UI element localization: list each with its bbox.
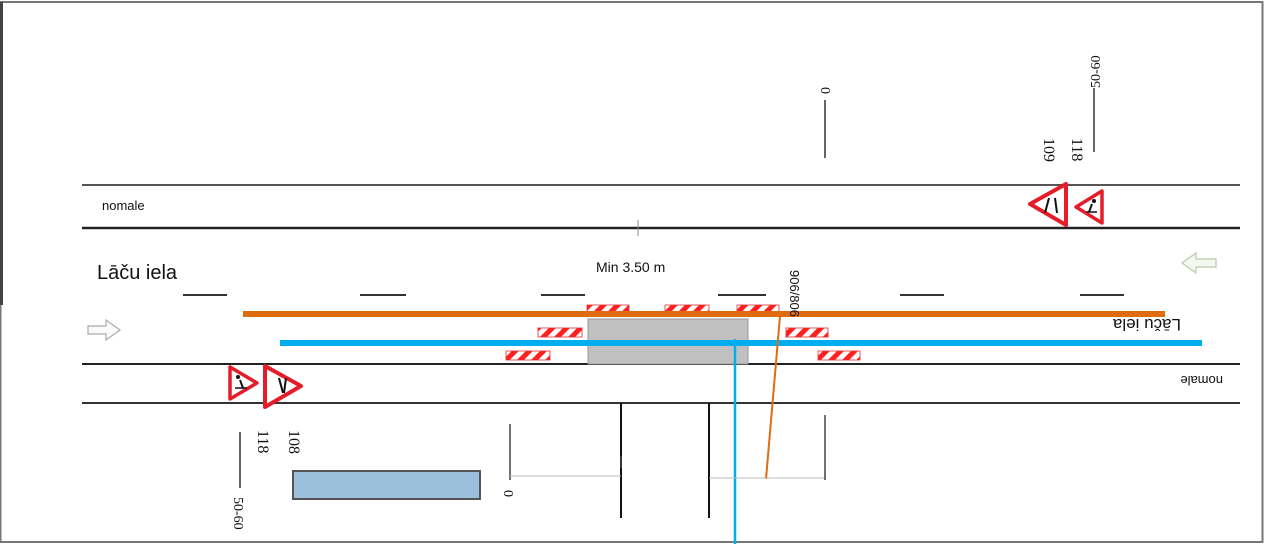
sign-code-108: 108	[285, 430, 302, 454]
arrow-right-icon	[87, 318, 122, 342]
barrier	[785, 327, 829, 338]
sign-code-109: 109	[1040, 138, 1057, 162]
zero-label-top: 0	[819, 87, 834, 94]
sign-code-118-bottom: 118	[254, 430, 271, 453]
barrier	[817, 350, 861, 361]
side-road	[239, 88, 1095, 518]
clearance-label: Min 3.50 m	[596, 259, 665, 275]
pipe-label: 906/806	[787, 270, 802, 317]
barrier	[505, 350, 551, 361]
site-container	[292, 470, 481, 500]
sign-code-118-top: 118	[1068, 138, 1085, 161]
distance-label-bottom: 50-60	[230, 497, 245, 530]
roadworks-sign-icon	[1074, 189, 1104, 225]
narrowing-sign-icon	[263, 364, 303, 409]
zero-label-bottom: 0	[500, 490, 515, 497]
distance-label-top: 50-60	[1089, 55, 1104, 88]
arrow-left-icon	[1180, 251, 1217, 275]
street-name-right: Lāču iela	[1112, 315, 1181, 334]
narrowing-sign-icon	[1028, 182, 1068, 227]
street-name-left: Lāču iela	[97, 262, 178, 284]
orange-branch-line	[765, 315, 781, 480]
barrier	[537, 327, 583, 338]
roadworks-sign-icon	[228, 365, 259, 401]
barriers	[505, 304, 861, 361]
verge-label-bottom: nomale	[1180, 373, 1223, 388]
verge-label-top: nomale	[102, 198, 145, 213]
